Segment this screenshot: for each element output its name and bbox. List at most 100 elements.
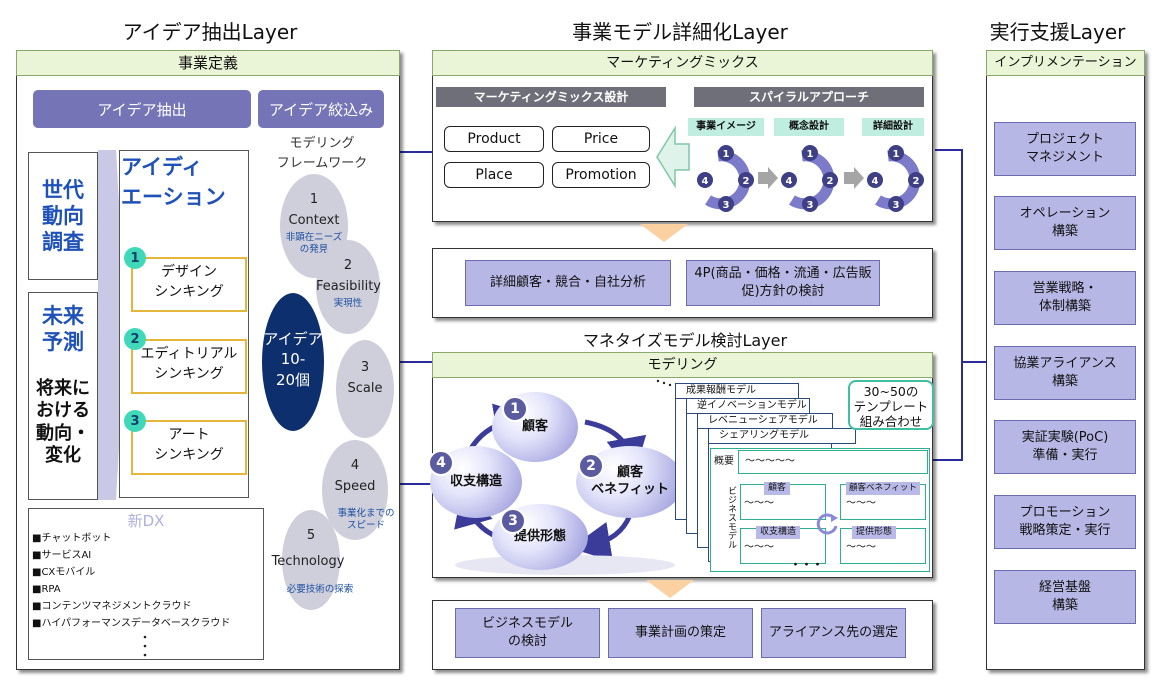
node-number-2: 2 xyxy=(578,453,604,479)
framework-title: Scale xyxy=(347,381,383,396)
impl-line: 経営基盤 xyxy=(1038,580,1091,596)
framework-sub: 実現性 xyxy=(333,298,363,309)
mini-offering-label: 提供形態 xyxy=(852,526,897,539)
impl-line: 実証実験(PoC) xyxy=(1021,430,1109,446)
down-arrow-2 xyxy=(646,580,694,598)
product-box: Product xyxy=(444,126,544,152)
cycle-num: 3 xyxy=(723,200,730,211)
future-sub-line: 動向・ xyxy=(36,422,90,444)
impl-operations: オペレーション 構築 xyxy=(994,196,1136,250)
cycle-num: 4 xyxy=(702,176,709,187)
impl-line: 準備・実行 xyxy=(1032,448,1098,463)
dx-item: ■ハイパフォーマンスデータベースクラウド xyxy=(32,618,231,629)
technology-title: Technology xyxy=(271,554,345,569)
framework-scale: 3 Scale xyxy=(336,340,394,438)
idea-count-line: 10- xyxy=(280,350,306,369)
mini-offering-val: ～～～ xyxy=(846,542,876,553)
cycle-num: 3 xyxy=(807,200,814,211)
idea-layer-title: アイデア抽出Layer xyxy=(122,20,298,44)
cycle-num: 4 xyxy=(786,176,793,187)
trend-line: 世代 xyxy=(42,177,84,202)
marketing-mix-design-bar: マーケティングミックス設計 xyxy=(436,87,666,107)
down-arrow-1 xyxy=(640,224,688,242)
framework-number: 1 xyxy=(309,192,319,207)
spiral-cycles: 1 2 3 4 1 2 3 4 1 2 3 4 xyxy=(697,145,924,212)
cycle-num: 4 xyxy=(872,176,879,187)
thinking-number-3: 3 xyxy=(124,410,146,432)
thinking-line: アート xyxy=(168,427,210,443)
trend-line: 動向 xyxy=(42,203,84,228)
marketing-mix-header: マーケティングミックス xyxy=(432,50,933,76)
impl-line: プロジェクト xyxy=(1025,132,1104,148)
promotion-box: Promotion xyxy=(552,162,650,188)
cycle-num: 2 xyxy=(743,176,750,187)
template-sharing: シェアリングモデル xyxy=(708,428,856,444)
template-count-note: 30~50の テンプレート 組み合わせ xyxy=(848,380,934,430)
template-reverse-innovation: 逆イノベーションモデル xyxy=(686,398,810,414)
customer-benefit-node: 顧客 ベネフィット xyxy=(576,446,684,518)
business-plan-box: 事業計画の策定 xyxy=(608,608,753,658)
ideation-line: エーション xyxy=(121,185,226,210)
offering-node-label: 提供形態 xyxy=(513,528,566,544)
spiral-approach-bar: スパイラルアプローチ xyxy=(694,87,924,107)
idea-extract-button[interactable]: アイデア抽出 xyxy=(33,90,251,128)
future-sub-line: おける xyxy=(36,400,90,421)
speed-sub: 事業化までの スピード xyxy=(328,508,404,532)
business-model-review-box: ビジネスモデルの検討 xyxy=(455,608,600,658)
place-box: Place xyxy=(444,162,544,188)
framework-title: Feasibility xyxy=(316,279,381,294)
impl-management-foundation: 経営基盤 構築 xyxy=(994,570,1136,624)
impl-poc: 実証実験(PoC) 準備・実行 xyxy=(994,420,1136,474)
cycle-num: 1 xyxy=(723,149,730,160)
feedback-arrow-icon xyxy=(656,125,690,189)
dx-item: ■コンテンツマネジメントクラウド xyxy=(32,601,192,612)
revenue-node-label: 収支構造 xyxy=(449,473,502,489)
impl-line: オペレーション xyxy=(1019,206,1111,222)
four-p-policy-box: 4P(商品・価格・流通・広告販促)方針の検討 xyxy=(686,260,880,306)
framework-sub: 事業化までの xyxy=(337,508,395,519)
technology-sub: 必要技術の探索 xyxy=(286,584,354,595)
idea-narrow-button[interactable]: アイデア絞込み xyxy=(258,90,384,128)
generation-trend-box: 世代 動向 調査 xyxy=(28,152,98,280)
template-revenue-share: レベニューシェアモデル xyxy=(697,413,833,429)
dx-item: ■チャットボット xyxy=(32,533,112,544)
alliance-selection-box: アライアンス先の選定 xyxy=(761,608,906,658)
new-dx-list: ■チャットボット ■サービスAI ■CXモバイル ■RPA ■コンテンツマネジメ… xyxy=(32,530,262,632)
ideation-line: アイディ xyxy=(121,155,203,179)
idea-count-line: アイデア xyxy=(263,330,323,348)
framework-number: 3 xyxy=(360,360,370,375)
framework-title: Context xyxy=(288,213,340,228)
mini-customer-val: ～～～ xyxy=(744,498,774,509)
business-definition-header: 事業定義 xyxy=(16,50,400,76)
mini-customer-label: 顧客 xyxy=(764,482,791,495)
benefit-line: ベネフィット xyxy=(591,482,669,497)
overview-label: 概要 xyxy=(714,456,734,467)
cycle-num: 2 xyxy=(827,176,834,187)
node-number-3: 3 xyxy=(500,508,526,534)
trend-line: 調査 xyxy=(42,230,84,255)
stage-concept-design: 概念設計 xyxy=(774,118,844,136)
mini-revenue-label: 収支構造 xyxy=(756,526,801,539)
cycle-num: 1 xyxy=(893,149,900,160)
future-forecast-box: 未来 予測 将来に おける 動向・ 変化 xyxy=(28,292,98,500)
biz-model-vertical-label: ビジネスモデル xyxy=(726,486,736,549)
overview-value: ～～～～～ xyxy=(738,450,928,474)
future-line: 未来 xyxy=(42,304,84,328)
editorial-thinking-box: エディトリアル シンキング xyxy=(131,339,247,394)
implementation-header: インプリメンテーション xyxy=(986,50,1145,76)
impl-line: 協業アライアンス xyxy=(1013,356,1117,372)
thinking-line: デザイン xyxy=(161,264,217,280)
framework-feasibility: 2 Feasibility 実現性 xyxy=(316,240,381,334)
dx-item: ■RPA xyxy=(32,584,61,595)
impl-line: プロモーション xyxy=(1019,505,1111,521)
mini-benefit-label: 顧客ベネフィット xyxy=(846,482,920,495)
framework-number: 4 xyxy=(350,458,360,473)
stage-detail-design: 詳細設計 xyxy=(862,118,924,136)
dx-item: ■サービスAI xyxy=(32,550,92,561)
impl-line: マネジメント xyxy=(1025,150,1104,165)
technology-num: 5 xyxy=(306,528,316,543)
future-sub-line: 変化 xyxy=(45,445,81,466)
idea-count-line: 20個 xyxy=(275,370,311,389)
impl-alliance: 協業アライアンス 構築 xyxy=(994,346,1136,400)
thinking-number-1: 1 xyxy=(124,247,146,269)
